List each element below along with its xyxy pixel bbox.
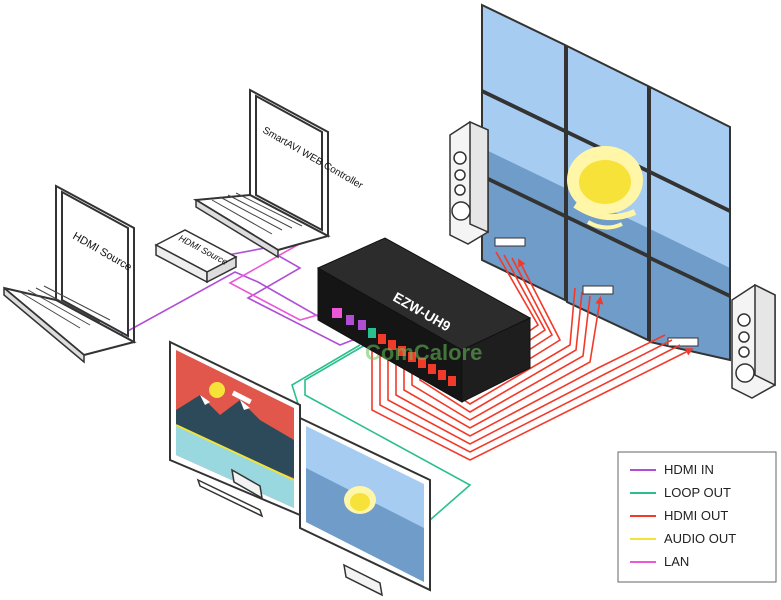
video-wall-panel bbox=[566, 44, 649, 172]
watermark-logo: ComCalore bbox=[365, 340, 482, 365]
video-wall-panel bbox=[649, 85, 731, 212]
monitor-sunset bbox=[299, 416, 431, 597]
legend-label: HDMI IN bbox=[664, 462, 714, 477]
laptop-hdmi-source: HDMI Source bbox=[3, 184, 137, 364]
video-wall bbox=[481, 3, 731, 362]
video-wall-panel bbox=[481, 3, 566, 132]
legend-label: HDMI OUT bbox=[664, 508, 728, 523]
legend-label: LOOP OUT bbox=[664, 485, 731, 500]
video-wall-panel bbox=[566, 216, 649, 342]
legend-label: LAN bbox=[664, 554, 689, 569]
hdmi-source-box: HDMI Source bbox=[154, 229, 238, 284]
legend: HDMI IN LOOP OUT HDMI OUT AUDIO OUT LAN bbox=[617, 451, 777, 583]
laptop-web-controller: SmartAVI WEB Controller bbox=[192, 88, 365, 259]
monitor-landscape bbox=[169, 340, 301, 518]
legend-label: AUDIO OUT bbox=[664, 531, 736, 546]
speaker-left bbox=[449, 120, 489, 245]
video-wall-panel bbox=[649, 257, 731, 362]
matrix-device: EZW-UH9 bbox=[316, 237, 532, 403]
device-ports bbox=[332, 308, 456, 386]
speaker-right bbox=[731, 283, 776, 399]
loop-out-cable bbox=[291, 344, 472, 521]
